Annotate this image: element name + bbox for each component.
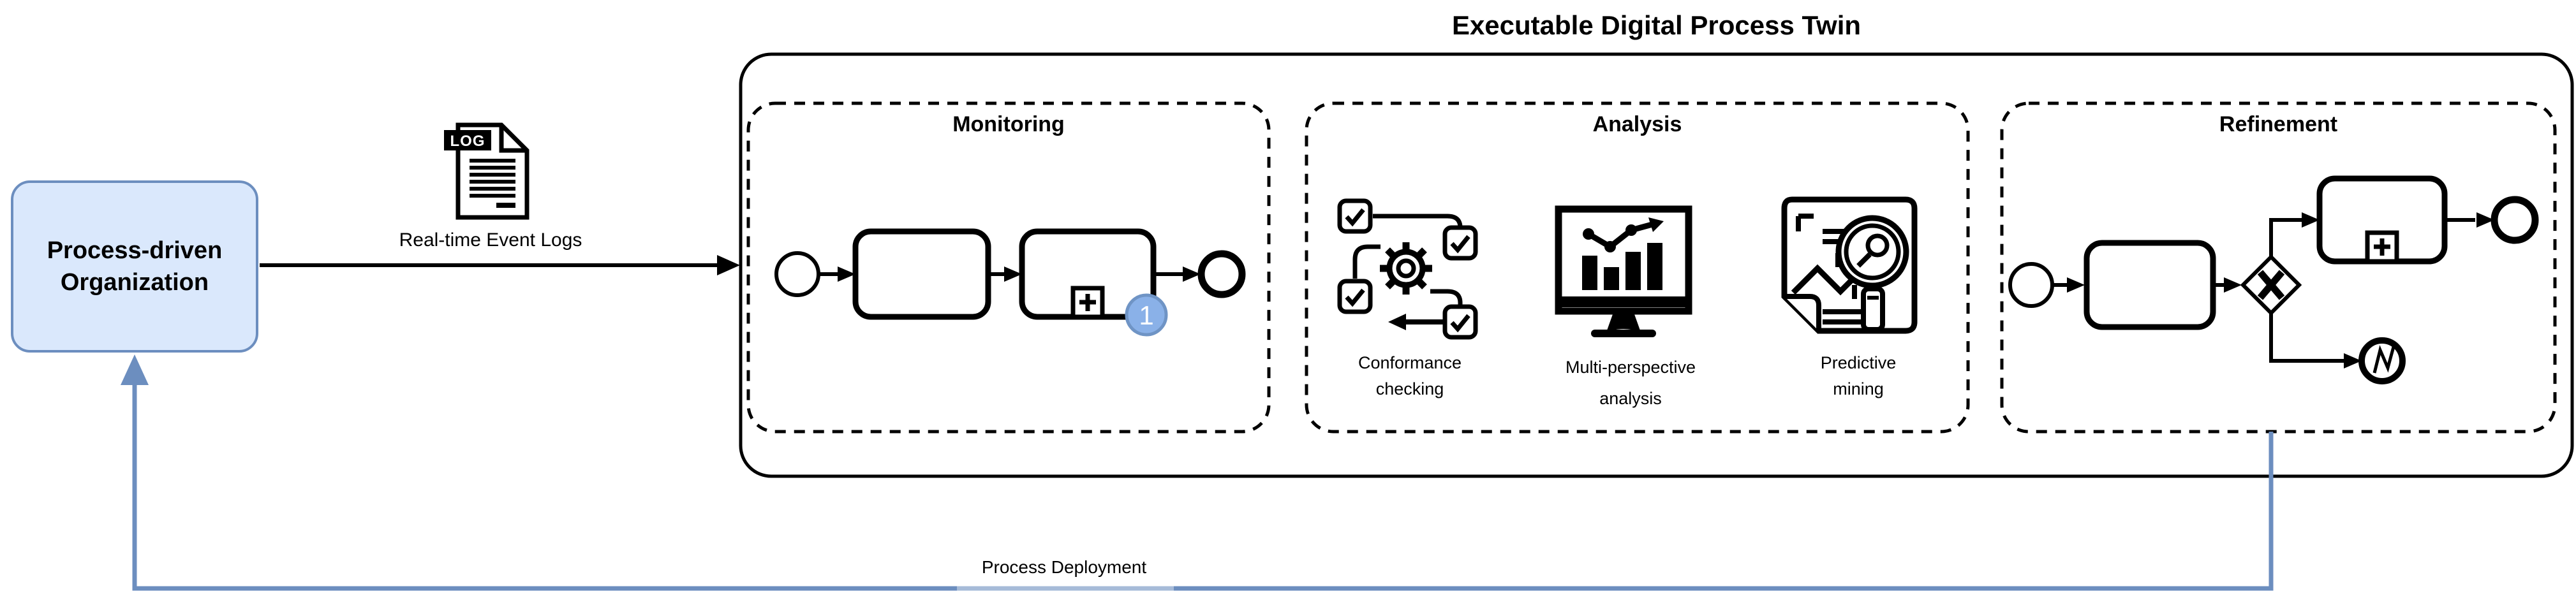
- twin-container-box: [739, 52, 2574, 478]
- log-file-icon: LOG: [444, 122, 529, 220]
- monitoring-section-title: Monitoring: [952, 112, 1065, 136]
- instance-count-badge: 1: [1125, 293, 1168, 337]
- process-deployment-label: Process Deployment: [981, 557, 1147, 577]
- predictive-mining-label: Predictive mining: [1763, 350, 1954, 402]
- checkbox-icon: [1337, 198, 1373, 234]
- analysis-section-box: [1305, 101, 1970, 434]
- label-line: Conformance: [1358, 353, 1462, 372]
- refinement-section-box: [2000, 101, 2557, 434]
- checkbox-icon: [1442, 304, 1478, 340]
- end-event: [2491, 196, 2539, 244]
- xor-gateway: [2240, 254, 2302, 316]
- bar-chart-icon: [1582, 243, 1662, 290]
- label-line: Multi-perspective: [1565, 358, 1696, 377]
- analysis-section-title: Analysis: [1592, 112, 1682, 136]
- refinement-section-title: Refinement: [2219, 112, 2338, 136]
- monitor-chart-icon: [1555, 205, 1692, 337]
- refinement-bpmn: [2008, 175, 2539, 384]
- back-arrow-icon: [1388, 314, 1445, 330]
- conformance-checking-label: Conformance checking: [1314, 350, 1506, 402]
- task: [852, 228, 991, 320]
- label-overlay: [957, 585, 1174, 593]
- label-line: mining: [1833, 379, 1884, 398]
- checkbox-icon: [1442, 225, 1478, 261]
- trend-line-icon: [1583, 217, 1664, 252]
- instance-count-text: 1: [1139, 300, 1153, 330]
- predictive-mining-icon: [1781, 196, 1918, 334]
- subprocess-plus-icon: [1070, 286, 1105, 319]
- magnifier-icon: [1835, 215, 1909, 332]
- error-lightning-icon: [2372, 345, 2395, 374]
- process-deployment-arrow: [121, 354, 2274, 593]
- subprocess-plus-icon: [2365, 230, 2399, 264]
- multi-perspective-analysis-label: Multi-perspective analysis: [1535, 352, 1726, 414]
- label-line: Predictive: [1820, 353, 1897, 372]
- start-event: [2008, 262, 2054, 308]
- organization-label-line2: Organization: [60, 269, 209, 296]
- end-event: [1197, 250, 1246, 298]
- task: [2084, 240, 2216, 330]
- error-end-event: [2358, 337, 2406, 384]
- event-logs-label: Real-time Event Logs: [399, 230, 582, 251]
- organization-label-line1: Process-driven: [47, 237, 223, 264]
- label-line: checking: [1375, 379, 1444, 398]
- start-event: [774, 251, 820, 297]
- process-driven-organization-box: Process-driven Organization: [11, 180, 258, 353]
- monitoring-section-box: [746, 101, 1271, 434]
- event-logs-arrow: [260, 255, 740, 275]
- checkbox-icon: [1337, 279, 1373, 314]
- label-line: analysis: [1599, 389, 1662, 408]
- conformance-checking-icon: [1337, 198, 1478, 340]
- monitoring-bpmn: 1: [774, 228, 1246, 337]
- diagram-title: Executable Digital Process Twin: [1451, 10, 1862, 40]
- log-badge-text: LOG: [450, 133, 485, 150]
- gear-icon: [1380, 242, 1432, 295]
- folded-corner: [1784, 294, 1821, 331]
